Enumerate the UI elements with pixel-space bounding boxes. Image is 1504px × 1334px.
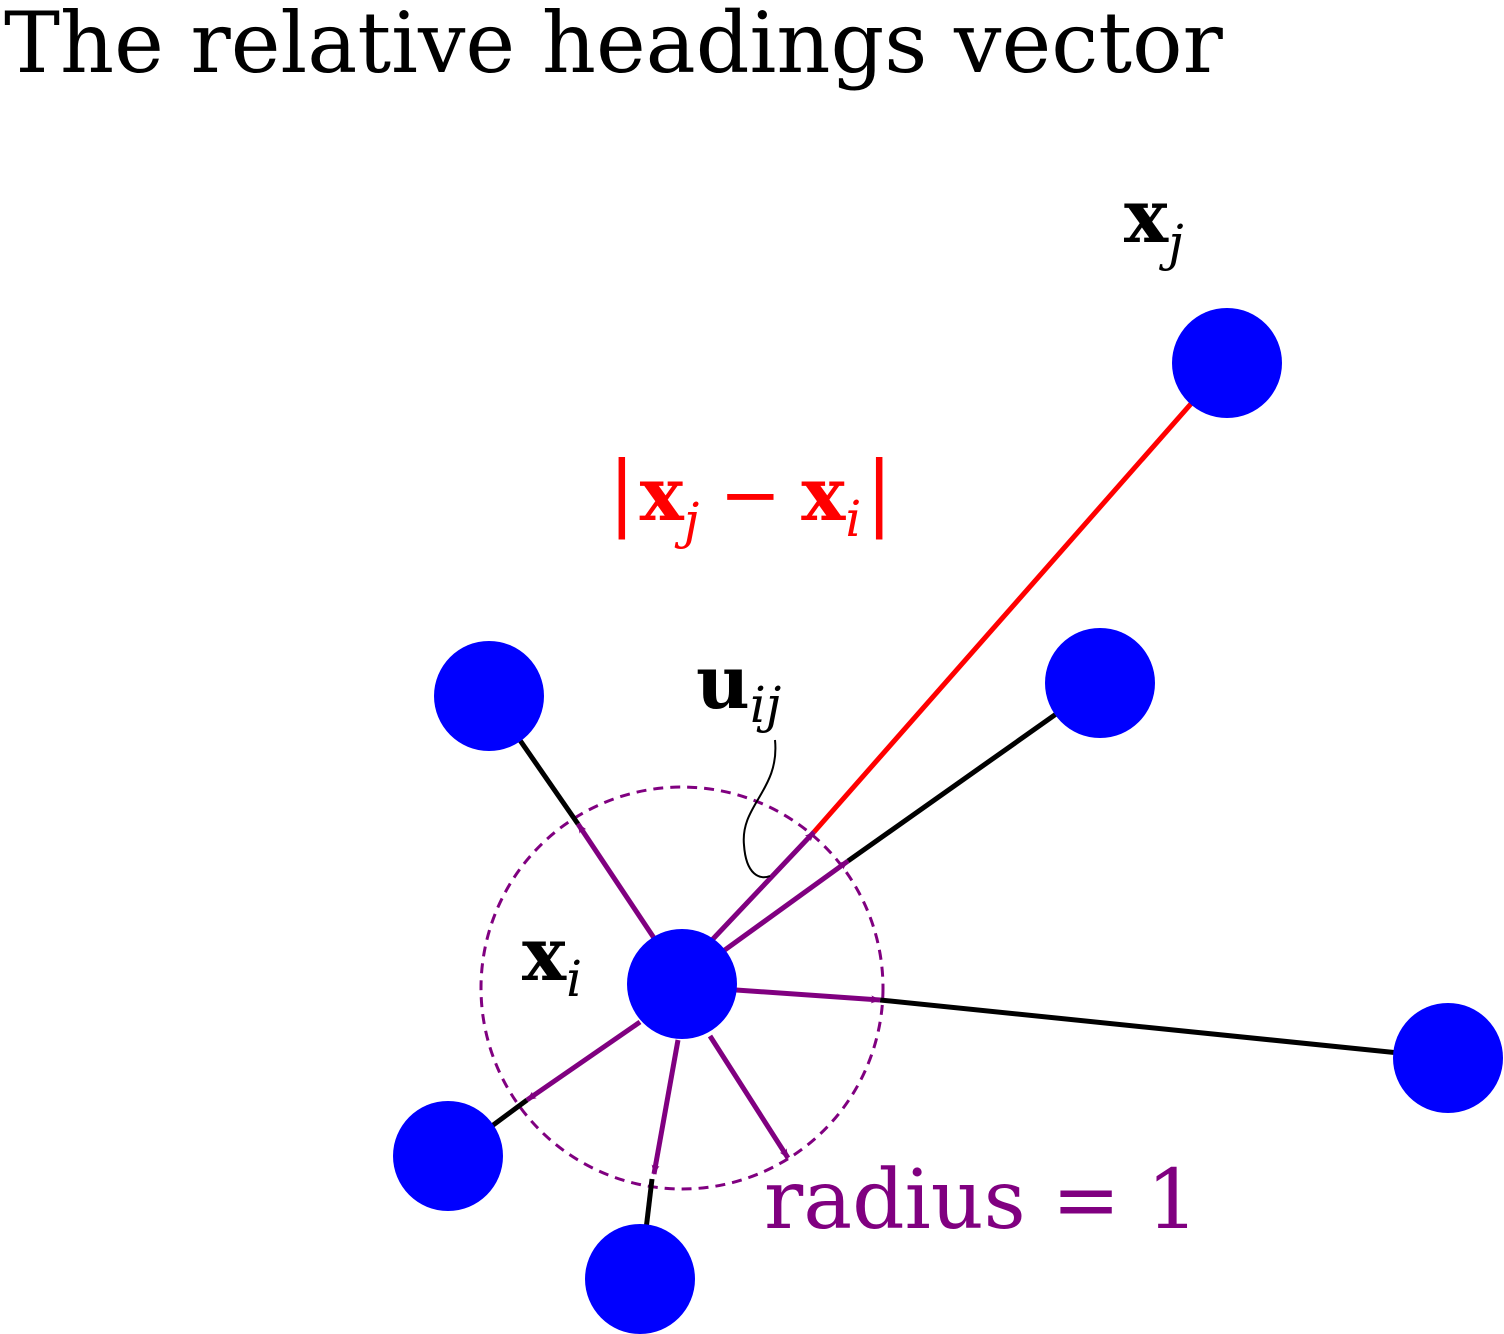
node-right <box>1393 1003 1503 1113</box>
diagram-title: The relative headings vector <box>4 0 1223 92</box>
label-radius: radius = 1 <box>764 1153 1199 1248</box>
unit-vector-lower-left <box>525 1019 642 1103</box>
node-bottom <box>585 1224 695 1334</box>
unit-vector-upper-right <box>720 858 850 955</box>
node-lower-left <box>393 1101 503 1211</box>
unit-vector-right <box>735 987 881 1004</box>
edge-right <box>879 997 1449 1061</box>
unit-circle <box>479 785 885 1191</box>
unit-vector-bottom <box>651 1039 681 1175</box>
node-xj <box>1172 308 1282 418</box>
node-upper-right <box>1045 628 1155 738</box>
node-upper-left <box>434 641 544 751</box>
unit-vector-lower-right <box>707 1034 791 1160</box>
relative-distance-line <box>812 362 1228 834</box>
unit-vector-uij <box>710 830 816 942</box>
unit-heading-vectors <box>525 822 881 1175</box>
unit-vector-upper-left <box>575 822 657 940</box>
label-xj: xj <box>1124 174 1184 272</box>
agent-nodes <box>393 308 1503 1334</box>
label-xi: xi <box>522 912 582 1008</box>
label-uij: uij <box>696 640 781 734</box>
label-relative-distance: |xj−xi| <box>608 445 893 550</box>
uij-leader-curve <box>742 739 777 879</box>
node-xi <box>627 929 737 1039</box>
